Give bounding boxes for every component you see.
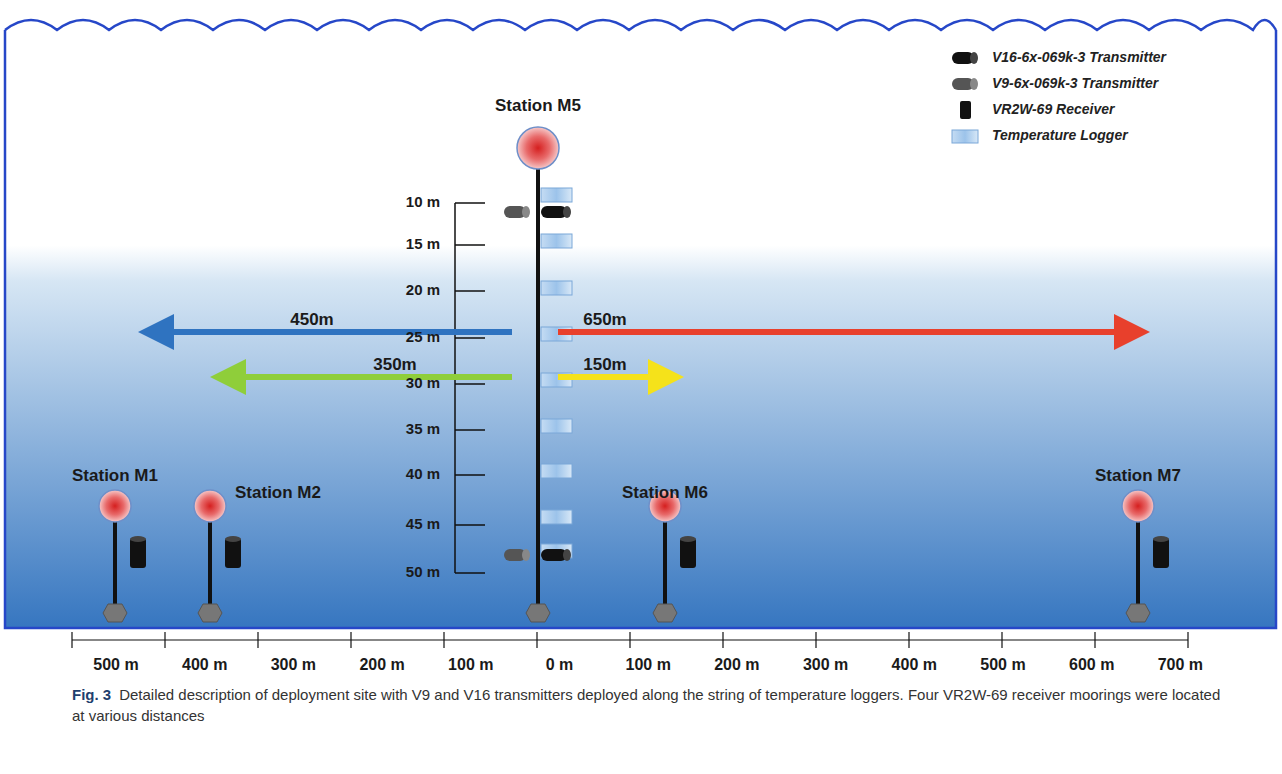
mooring-line (663, 520, 667, 606)
axis-tick (629, 632, 630, 648)
axis-label: 700 m (1158, 656, 1203, 674)
depth-tick (455, 474, 485, 476)
axis-tick (722, 632, 723, 648)
receiver-top (130, 536, 146, 542)
axis-label: 100 m (448, 656, 493, 674)
axis-tick (443, 632, 444, 648)
axis-tick (1187, 632, 1188, 648)
axis-tick (257, 632, 258, 648)
distance-label: 150m (583, 355, 626, 375)
depth-label: 25 m (406, 328, 440, 345)
axis-label: 600 m (1069, 656, 1114, 674)
station-label: Station M5 (495, 96, 581, 116)
buoy (1122, 490, 1154, 522)
receiver-top (680, 536, 696, 542)
temperature-logger (541, 464, 572, 478)
station-label: Station M7 (1095, 466, 1181, 486)
mooring-line (1136, 520, 1140, 606)
axis-tick (71, 632, 72, 648)
axis-label: 0 m (546, 656, 574, 674)
water-surface (5, 20, 1276, 30)
station-label: Station M6 (622, 483, 708, 503)
depth-tick (455, 244, 485, 246)
axis-label: 500 m (93, 656, 138, 674)
caption-text: Detailed description of deployment site … (72, 686, 1220, 724)
figure-number: Fig. 3 (72, 686, 111, 703)
depth-label: 15 m (406, 235, 440, 252)
depth-label: 20 m (406, 281, 440, 298)
legend-text: VR2W-69 Receiver (992, 101, 1114, 117)
depth-label: 30 m (406, 374, 440, 391)
axis-label: 300 m (271, 656, 316, 674)
temperature-logger (541, 281, 572, 295)
receiver-top (225, 536, 241, 542)
legend-text: Temperature Logger (992, 127, 1128, 143)
anchor (653, 604, 677, 622)
distance-label: 350m (373, 355, 416, 375)
temperature-logger (541, 188, 572, 202)
mooring-line (113, 520, 117, 606)
depth-label: 35 m (406, 420, 440, 437)
axis-label: 200 m (714, 656, 759, 674)
depth-label: 50 m (406, 563, 440, 580)
station-label: Station M2 (235, 483, 321, 503)
mooring-line (208, 520, 212, 606)
axis-tick (1094, 632, 1095, 648)
anchor (103, 604, 127, 622)
axis-label: 300 m (803, 656, 848, 674)
figure-caption: Fig. 3Detailed description of deployment… (72, 684, 1222, 726)
depth-label: 40 m (406, 465, 440, 482)
receiver-top (1153, 536, 1169, 542)
station-label: Station M1 (72, 466, 158, 486)
depth-tick (455, 383, 485, 385)
axis-label: 400 m (182, 656, 227, 674)
axis-label: 500 m (980, 656, 1025, 674)
receiver (130, 538, 146, 568)
legend-text: V9-6x-069k-3 Transmitter (992, 75, 1158, 91)
depth-tick (455, 429, 485, 431)
depth-tick (455, 202, 485, 204)
depth-label: 45 m (406, 515, 440, 532)
axis-tick (164, 632, 165, 648)
temperature-logger (541, 510, 572, 524)
distance-label: 650m (583, 310, 626, 330)
depth-tick (455, 524, 485, 526)
depth-tick (455, 290, 485, 292)
axis-tick (1001, 632, 1002, 648)
axis-tick (536, 632, 537, 648)
axis-label: 400 m (892, 656, 937, 674)
receiver (680, 538, 696, 568)
buoy (99, 490, 131, 522)
depth-tick (455, 572, 485, 574)
axis-tick (815, 632, 816, 648)
buoy (194, 490, 226, 522)
depth-label: 10 m (406, 193, 440, 210)
depth-tick (455, 337, 485, 339)
axis-tick (350, 632, 351, 648)
axis-tick (908, 632, 909, 648)
receiver (1153, 538, 1169, 568)
receiver (225, 538, 241, 568)
anchor (1126, 604, 1150, 622)
legend-text: V16-6x-069k-3 Transmitter (992, 49, 1166, 65)
axis-label: 200 m (359, 656, 404, 674)
temperature-logger (541, 419, 572, 433)
distance-label: 450m (290, 310, 333, 330)
temperature-logger (541, 234, 572, 248)
axis-label: 100 m (626, 656, 671, 674)
anchor (198, 604, 222, 622)
